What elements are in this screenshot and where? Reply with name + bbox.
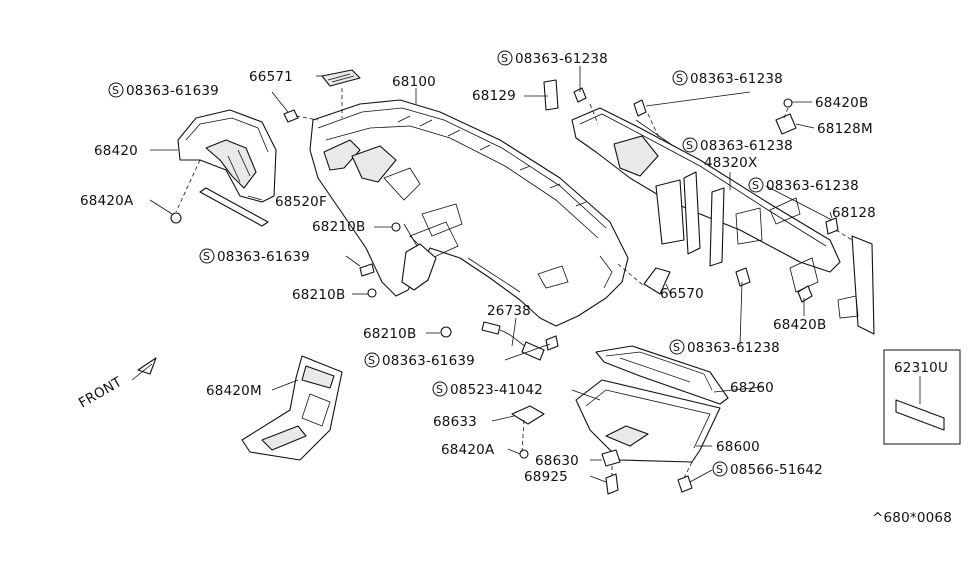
assembly-dashed-lines xyxy=(175,88,853,479)
callout-68420B-top: 68420B xyxy=(815,95,868,111)
callout-62310U: 62310U xyxy=(894,360,948,376)
callout-68210B-a: 68210B xyxy=(312,219,365,235)
callout-68630: 68630 xyxy=(535,453,579,469)
callout-08363-61639-c: 08363-61639 xyxy=(382,353,475,369)
callout-08363-61238-right-d: 08363-61238 xyxy=(687,340,780,356)
duct-66570 xyxy=(643,267,671,295)
callout-08363-61238-top: 08363-61238 xyxy=(515,51,608,67)
vent-grille-66571 xyxy=(321,69,361,87)
s-letter: S xyxy=(203,250,210,263)
callout-68128M: 68128M xyxy=(817,121,873,137)
callout-68100: 68100 xyxy=(392,74,436,90)
callout-08363-61238-right-c: 08363-61238 xyxy=(766,178,859,194)
label-plate-62310U xyxy=(895,399,945,431)
callout-68420M: 68420M xyxy=(206,383,262,399)
callout-68520F: 68520F xyxy=(275,194,327,210)
part-callouts: 08363-61238 68129 66571 68100 08363-6163… xyxy=(80,51,948,485)
instrument-panel-68100 xyxy=(309,99,629,327)
callout-68633: 68633 xyxy=(433,414,477,430)
s-letter: S xyxy=(673,341,680,354)
bracket-68129 xyxy=(543,79,559,111)
callout-68210B-b: 68210B xyxy=(292,287,345,303)
callout-68210B-c: 68210B xyxy=(363,326,416,342)
callout-08523-41042: 08523-41042 xyxy=(450,382,543,398)
callout-68420: 68420 xyxy=(94,143,138,159)
callout-68260: 68260 xyxy=(730,380,774,396)
screw-icon xyxy=(573,87,839,303)
leader-lines xyxy=(149,66,833,483)
callout-66571: 66571 xyxy=(249,69,293,85)
s-letter: S xyxy=(676,72,683,85)
s-letter: S xyxy=(501,52,508,65)
s-letter: S xyxy=(716,463,723,476)
screw-icon xyxy=(170,109,452,338)
clip-68128M xyxy=(775,113,797,135)
lamp-harness-26738 xyxy=(481,321,559,361)
screw-icon xyxy=(677,475,693,493)
glove-box-lid-68260 xyxy=(595,345,729,405)
lock-68630 xyxy=(601,449,621,467)
glove-box-68600 xyxy=(575,379,721,463)
callout-68600: 68600 xyxy=(716,439,760,455)
bumper-68925 xyxy=(605,473,619,495)
callout-68420A-bottom: 68420A xyxy=(441,442,495,458)
callout-48320X: 48320X xyxy=(704,155,757,171)
s-letter: S xyxy=(436,383,443,396)
s-screw-letters: S S S S S S S S S S xyxy=(112,52,759,476)
nut-68420B xyxy=(783,98,793,108)
center-bracket xyxy=(401,243,437,291)
bracket-68128 xyxy=(851,235,875,335)
callout-08363-61639-a: 08363-61639 xyxy=(126,83,219,99)
console-bezel-68420M xyxy=(241,355,343,461)
s-screw-symbol xyxy=(108,50,764,477)
callout-66570: 66570 xyxy=(660,286,704,302)
callout-68420B-bottom: 68420B xyxy=(773,317,826,333)
front-arrow-icon xyxy=(131,357,157,381)
callout-08363-61238-right-a: 08363-61238 xyxy=(690,71,783,87)
callout-68420A-left: 68420A xyxy=(80,193,134,209)
s-letter: S xyxy=(112,84,119,97)
cluster-hood-68420 xyxy=(177,109,277,203)
inset-box-62310U xyxy=(883,349,961,445)
callout-68129: 68129 xyxy=(472,88,516,104)
callout-08363-61639-b: 08363-61639 xyxy=(217,249,310,265)
s-letter: S xyxy=(752,179,759,192)
callout-08363-61238-right-b: 08363-61238 xyxy=(700,138,793,154)
callout-68925: 68925 xyxy=(524,469,568,485)
diagram-code: ^680*0068 xyxy=(872,510,952,526)
striker-68633 xyxy=(511,405,545,425)
nut-68420A xyxy=(519,449,529,459)
s-letter: S xyxy=(368,354,375,367)
callout-68128: 68128 xyxy=(832,205,876,221)
s-letter: S xyxy=(686,139,693,152)
callout-26738: 26738 xyxy=(487,303,531,319)
front-label: FRONT xyxy=(76,374,125,412)
callout-08566-51642: 08566-51642 xyxy=(730,462,823,478)
trim-strip-68520F xyxy=(199,187,269,227)
